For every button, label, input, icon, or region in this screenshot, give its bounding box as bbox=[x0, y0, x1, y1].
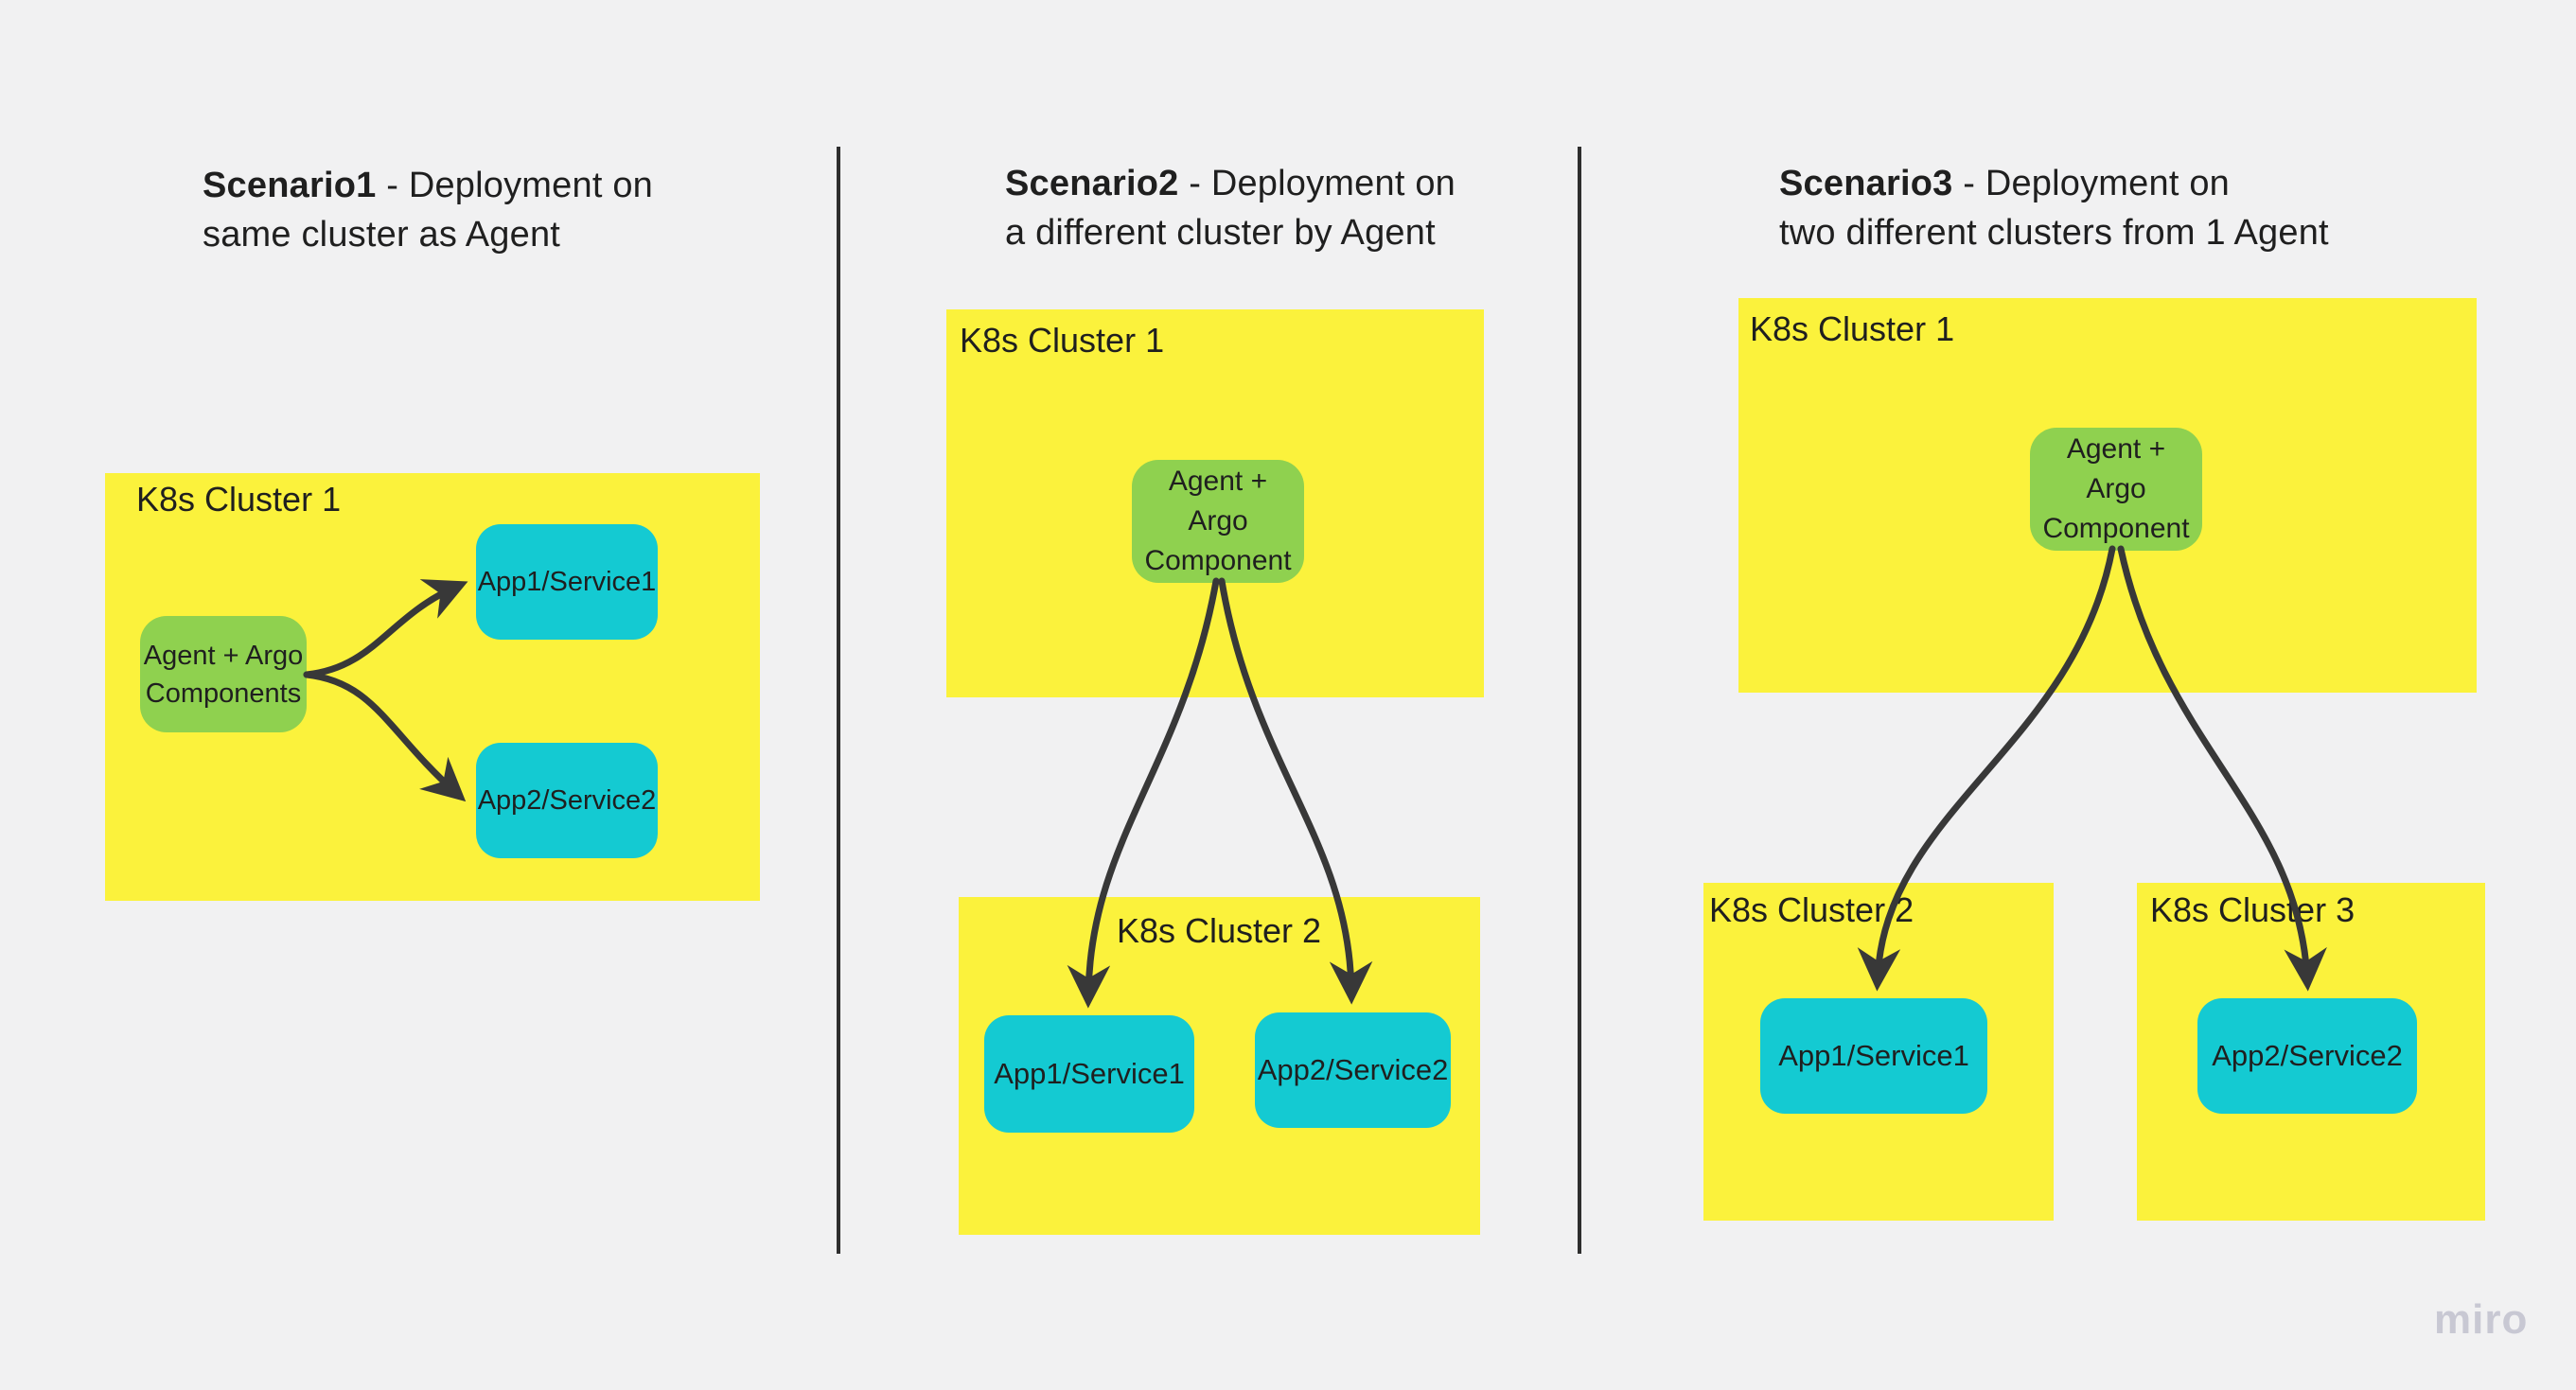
s2-app2-label: App2/Service2 bbox=[1257, 1053, 1449, 1086]
scenario2-title-tail: - Deployment on bbox=[1178, 164, 1456, 203]
s3-agent-label-line3: Component bbox=[2042, 513, 2190, 544]
s3-k8s-cluster3-label: K8s Cluster 3 bbox=[2150, 890, 2355, 929]
s2-agent-argo-box[interactable]: Agent + Argo Component bbox=[1132, 460, 1304, 583]
scenario2-title-bold: Scenario2 bbox=[1005, 164, 1179, 203]
scenario2-title[interactable]: Scenario2 - Deployment on a different cl… bbox=[1005, 159, 1456, 257]
s2-app1-label: App1/Service1 bbox=[994, 1057, 1185, 1090]
s3-k8s-cluster1-label: K8s Cluster 1 bbox=[1750, 309, 1955, 348]
scenario3-title[interactable]: Scenario3 - Deployment on two different … bbox=[1779, 159, 2329, 257]
s3-k8s-cluster2-label: K8s Cluster 2 bbox=[1709, 890, 1914, 929]
s2-agent-label-line3: Component bbox=[1144, 545, 1292, 576]
s3-agent-label-line2: Argo bbox=[2086, 473, 2146, 504]
column-divider-line-1[interactable] bbox=[837, 147, 840, 1254]
s2-k8s-cluster1-label: K8s Cluster 1 bbox=[960, 321, 1165, 360]
scenario1-title-bold: Scenario1 bbox=[203, 166, 377, 205]
s1-app2-service2-box[interactable]: App2/Service2 bbox=[476, 743, 658, 858]
scenario3-title-bold: Scenario3 bbox=[1779, 164, 1953, 203]
s2-app2-service2-box[interactable]: App2/Service2 bbox=[1255, 1012, 1451, 1128]
s1-agent-label-line1: Agent + Argo bbox=[143, 640, 304, 671]
s3-app2-service2-box[interactable]: App2/Service2 bbox=[2197, 998, 2417, 1114]
s2-agent-label-line1: Agent + bbox=[1168, 466, 1268, 497]
s2-k8s-cluster2-label: K8s Cluster 2 bbox=[1116, 911, 1322, 950]
s1-agent-argo-box[interactable]: Agent + Argo Components bbox=[140, 616, 307, 732]
s3-agent-argo-box[interactable]: Agent + Argo Component bbox=[2030, 428, 2202, 551]
s1-app2-label: App2/Service2 bbox=[477, 785, 657, 816]
scenario2-title-line1: Scenario2 - Deployment on bbox=[1005, 159, 1456, 208]
s3-app1-label: App1/Service1 bbox=[1778, 1039, 1969, 1072]
s2-app1-service1-box[interactable]: App1/Service1 bbox=[984, 1015, 1194, 1133]
s1-app1-service1-box[interactable]: App1/Service1 bbox=[476, 524, 658, 640]
scenario1-title[interactable]: Scenario1 - Deployment on same cluster a… bbox=[203, 161, 653, 259]
scenario1-title-line1: Scenario1 - Deployment on bbox=[203, 161, 653, 210]
s1-agent-label-line2: Components bbox=[145, 677, 302, 709]
s1-app1-label: App1/Service1 bbox=[477, 567, 657, 597]
s3-app2-label: App2/Service2 bbox=[2212, 1039, 2403, 1072]
s3-agent-label-line1: Agent + bbox=[2066, 433, 2166, 465]
miro-watermark[interactable]: miro bbox=[2434, 1296, 2529, 1343]
scenario3-title-line2: two different clusters from 1 Agent bbox=[1779, 213, 2329, 253]
s1-k8s-cluster1-label: K8s Cluster 1 bbox=[136, 480, 342, 519]
s3-app1-service1-box[interactable]: App1/Service1 bbox=[1760, 998, 1987, 1114]
s2-agent-label-line2: Argo bbox=[1188, 505, 1248, 537]
column-divider-line-2[interactable] bbox=[1578, 147, 1581, 1254]
scenario3-title-tail: - Deployment on bbox=[1952, 164, 2231, 203]
scenario1-title-line2: same cluster as Agent bbox=[203, 215, 561, 255]
scenario3-title-line1: Scenario3 - Deployment on bbox=[1779, 159, 2329, 208]
scenario2-title-line2: a different cluster by Agent bbox=[1005, 213, 1436, 253]
scenario1-title-tail: - Deployment on bbox=[376, 166, 654, 205]
